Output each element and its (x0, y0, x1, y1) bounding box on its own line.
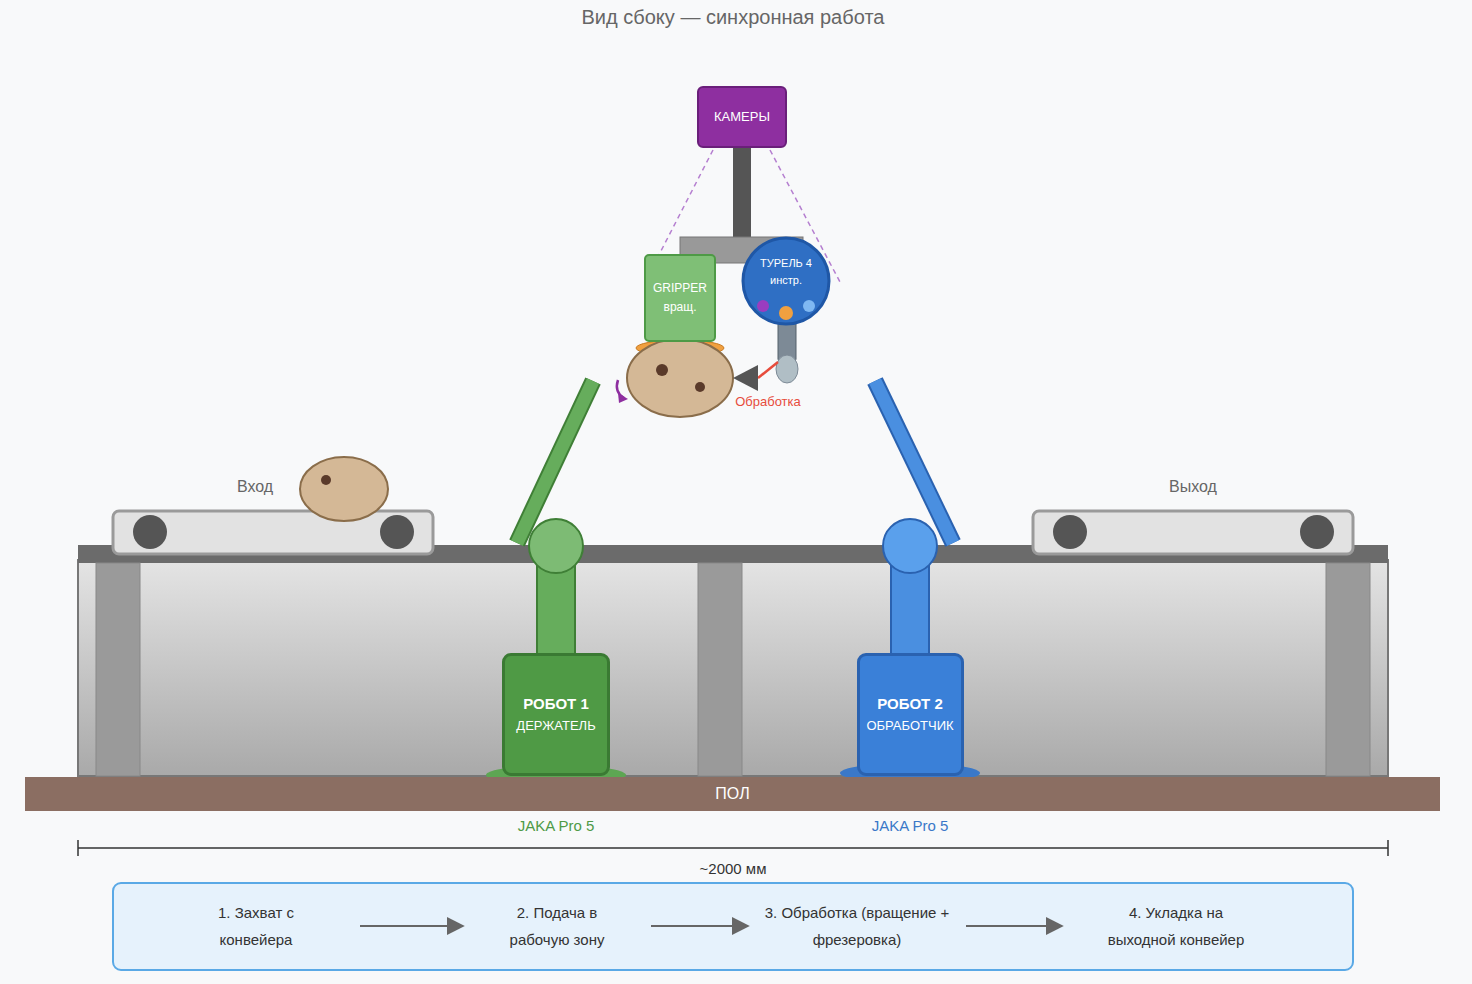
dimension-line-part (78, 847, 1388, 849)
dimension-line-part (1387, 840, 1389, 856)
conveyor-label: Вход (237, 478, 273, 496)
input-conveyor (113, 511, 433, 554)
camera-box: КАМЕРЫ (697, 86, 787, 148)
input-conveyor-part (380, 515, 414, 549)
tool-spindle (758, 316, 798, 383)
frame (78, 545, 1388, 776)
node-subtitle: ДЕРЖАТЕЛЬ (516, 716, 595, 736)
node-title: РОБОТ 2 (877, 692, 943, 715)
process-step: 3. Обработка (вращение + фрезеровка) (752, 891, 962, 961)
robot-1 (486, 381, 626, 785)
robot-model: JAKA Pro 5 (872, 817, 949, 834)
robot-model: JAKA Pro 5 (518, 817, 595, 834)
floor-band: ПОЛ (25, 777, 1440, 811)
input-conveyor-part (133, 515, 167, 549)
dimension-label: ~2000 мм (700, 860, 767, 877)
output-conveyor-part (1033, 511, 1353, 554)
node-title: ТУРЕЛЬ 4 инстр. (758, 255, 814, 289)
node-title: GRIPPER вращ. (649, 279, 711, 317)
diagram-title: Вид сбоку — синхронная работа (582, 6, 885, 29)
node-title: РОБОТ 1 (523, 692, 589, 715)
process-panel (113, 883, 1353, 970)
turret-disc (743, 238, 829, 324)
output-conveyor-part (1053, 515, 1087, 549)
frame-part (96, 563, 140, 776)
frame-part (78, 560, 1388, 776)
robot-base: РОБОТ 1ДЕРЖАТЕЛЬ (502, 653, 610, 776)
dimension-line-part (77, 840, 79, 856)
node-title: КАМЕРЫ (714, 107, 770, 127)
tool-spindle-part (758, 362, 778, 378)
held-workpiece-part (618, 393, 628, 403)
process-step: 2. Подача в рабочую зону (467, 891, 647, 961)
frame-part (1326, 563, 1370, 776)
tool-slot (803, 300, 815, 312)
robot-1-part (537, 560, 575, 660)
process-panel-part (113, 883, 1353, 970)
held-workpiece-part (656, 364, 668, 376)
node-title: 3. Обработка (вращение + фрезеровка) (757, 899, 957, 953)
input-workpiece-part (321, 475, 331, 485)
tool-slot (757, 300, 769, 312)
process-step: 1. Захват с конвейера (156, 891, 356, 961)
robot-base: РОБОТ 2ОБРАБОТЧИК (857, 653, 964, 776)
node-title: 4. Укладка на выходной конвейер (1101, 899, 1251, 953)
robot-2-part (891, 560, 929, 660)
tool-spindle-part (776, 355, 798, 383)
held-workpiece-part (733, 365, 758, 391)
robot-2-part (883, 519, 937, 573)
node-subtitle: ОБРАБОТЧИК (866, 716, 953, 736)
held-workpiece-part (627, 339, 733, 417)
conveyor-label: Выход (1169, 478, 1217, 496)
frame-part (698, 563, 742, 776)
input-workpiece-part (300, 457, 388, 521)
held-workpiece-part (695, 382, 705, 392)
gripper-box: GRIPPER вращ. (644, 254, 716, 342)
node-title: ПОЛ (715, 782, 749, 807)
dimension-line (78, 840, 1388, 856)
flow-arrow (966, 925, 1062, 927)
input-workpiece (300, 457, 388, 521)
flow-arrow (360, 925, 463, 927)
node-title: 2. Подача в рабочую зону (495, 899, 620, 953)
process-label: Обработка (735, 394, 801, 409)
output-conveyor-part (1300, 515, 1334, 549)
camera-mount-part (733, 146, 751, 240)
node-title: 1. Захват с конвейера (194, 899, 319, 953)
turret-circle: ТУРЕЛЬ 4 инстр. (741, 236, 831, 326)
flow-arrow (651, 925, 748, 927)
tool-slot (779, 306, 793, 320)
input-conveyor-part (113, 511, 433, 554)
process-step: 4. Укладка на выходной конвейер (1066, 891, 1286, 961)
output-conveyor (1033, 511, 1353, 554)
robot-2 (840, 381, 980, 783)
robot-1-part (529, 519, 583, 573)
